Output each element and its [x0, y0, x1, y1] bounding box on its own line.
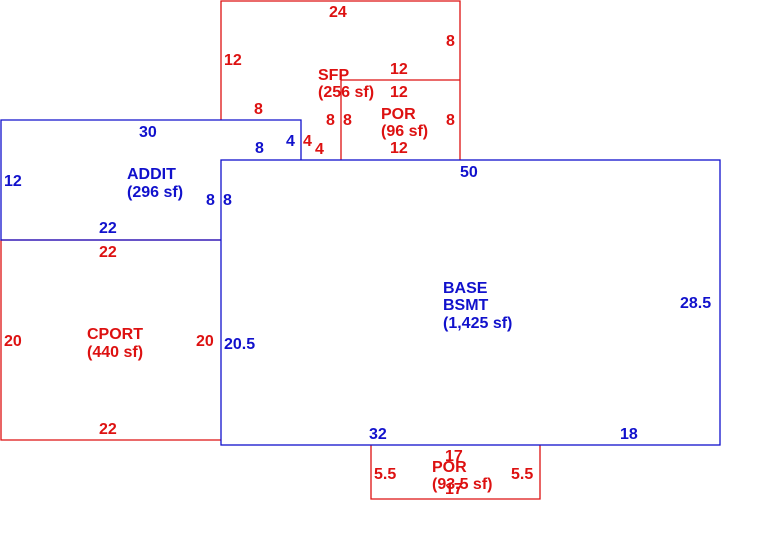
dim-sfp-top: 24 — [329, 4, 347, 21]
dim-base-left-inner: 8 — [223, 192, 232, 209]
dim-cport-right: 20 — [196, 333, 214, 350]
dim-addit-inner: 8 — [255, 140, 264, 157]
dim-cport-left: 20 — [4, 333, 22, 350]
base-area: (1,425 sf) — [443, 315, 512, 332]
dim-cport-top: 22 — [99, 244, 117, 261]
dim-por-top-right: 8 — [446, 112, 455, 129]
dim-step-a: 4 — [286, 133, 295, 150]
dim-por-top-top: 12 — [390, 61, 408, 78]
dim-por-bottom-bottom: 17 — [445, 481, 463, 498]
cport-area: (440 sf) — [87, 344, 143, 361]
por-top-name: POR — [381, 106, 416, 123]
dim-addit-right: 8 — [206, 192, 215, 209]
dim-base-top: 50 — [460, 164, 478, 181]
dim-por-bottom-right: 5.5 — [511, 466, 533, 483]
base-outline — [220, 159, 721, 446]
dim-por-top-top2: 12 — [390, 84, 408, 101]
dim-por-bottom-top: 17 — [445, 448, 463, 465]
por-top-outline — [340, 79, 460, 160]
por-bottom-name: POR — [432, 459, 467, 476]
dim-addit-left: 12 — [4, 173, 22, 190]
dim-por-top-bottom: 12 — [390, 140, 408, 157]
dim-base-left: 20.5 — [224, 336, 255, 353]
dim-por-top-left-b: 8 — [343, 112, 352, 129]
addit-name: ADDIT — [127, 166, 176, 183]
cport-name: CPORT — [87, 326, 143, 343]
dim-por-top-left-a: 8 — [326, 112, 335, 129]
dim-base-right: 28.5 — [680, 295, 711, 312]
por-bottom-area: (93.5 sf) — [432, 476, 492, 493]
dim-step-b: 4 — [303, 133, 312, 150]
base-name-2: BSMT — [443, 297, 489, 314]
dim-addit-bottom: 22 — [99, 220, 117, 237]
addit-outline — [0, 119, 302, 241]
dim-sfp-inner-bottom: 8 — [254, 101, 263, 118]
dim-step-c: 4 — [315, 141, 324, 158]
por-bottom-outline — [370, 445, 541, 500]
addit-area: (296 sf) — [127, 184, 183, 201]
dim-cport-bottom: 22 — [99, 421, 117, 438]
dim-base-bottom-b: 18 — [620, 426, 638, 443]
dim-por-bottom-left: 5.5 — [374, 466, 396, 483]
sfp-name: SFP — [318, 67, 349, 84]
base-name-1: BASE — [443, 280, 488, 297]
dim-sfp-right: 8 — [446, 33, 455, 50]
dim-addit-top: 30 — [139, 124, 157, 141]
dim-sfp-left: 12 — [224, 52, 242, 69]
por-top-area: (96 sf) — [381, 123, 428, 140]
sfp-area: (256 sf) — [318, 84, 374, 101]
dim-base-bottom-a: 32 — [369, 426, 387, 443]
